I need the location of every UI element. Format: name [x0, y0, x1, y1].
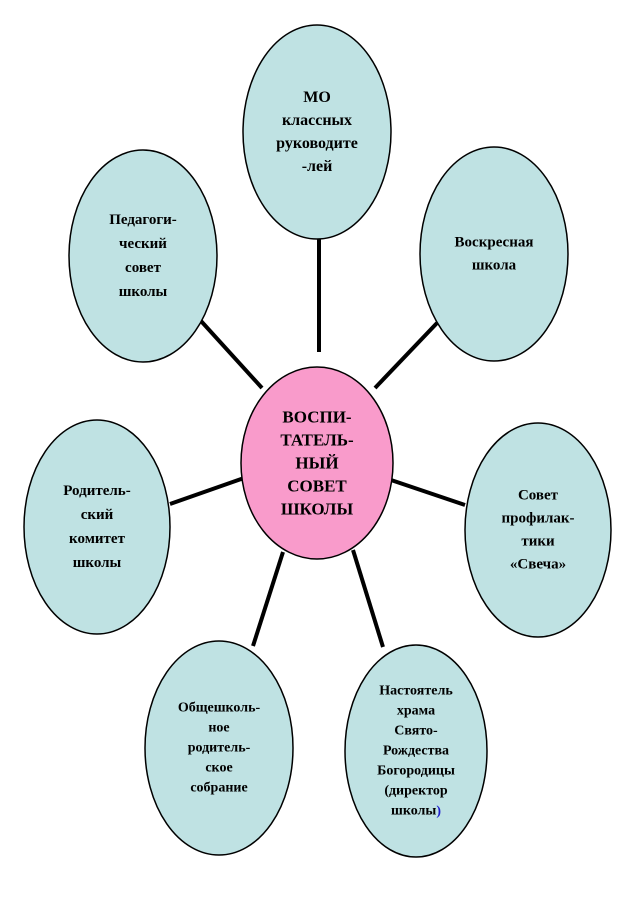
node-rector-line: школы): [391, 804, 441, 819]
node-rector-ellipse: [344, 644, 488, 858]
connector-general-meeting: [251, 551, 285, 647]
node-prevention-line: тики: [521, 534, 555, 550]
node-parent-committee-line: школы: [73, 555, 122, 571]
node-general-meeting-line: ное: [208, 721, 229, 736]
node-general-meeting-line: ское: [205, 761, 232, 776]
node-prevention-line: профилак-: [501, 511, 574, 527]
center-node-line: ТАТЕЛЬ-: [280, 431, 354, 450]
node-parent-committee-line: ский: [81, 507, 114, 523]
node-prevention-line: Совет: [518, 488, 559, 504]
node-general-meeting-line: родитель-: [188, 741, 251, 756]
connector-prevention: [390, 478, 466, 507]
node-rector-line: Настоятель: [379, 684, 453, 699]
node-mo-ellipse: [242, 24, 392, 240]
node-sunday-school-line: школа: [472, 258, 517, 274]
node-mo-line: МО: [303, 89, 331, 106]
connector-rector: [351, 549, 385, 648]
connector-parent-committee: [169, 476, 245, 506]
connector-ped-council: [199, 319, 264, 390]
center-node-ellipse: [240, 366, 394, 560]
node-parent-committee-line: комитет: [69, 531, 126, 547]
node-mo: МО классных руководите -лей: [242, 24, 392, 240]
node-rector-line: Свято-: [394, 724, 438, 739]
node-sunday-school-line: Воскресная: [455, 235, 534, 251]
node-prevention-ellipse: [464, 422, 612, 638]
node-rector-paren: ): [436, 804, 441, 819]
node-rector-line: храма: [397, 704, 435, 719]
node-mo-line: классных: [282, 112, 352, 129]
center-node-line: НЫЙ: [295, 454, 338, 473]
node-ped-council-line: Педагоги-: [109, 212, 177, 228]
node-rector-line: (директор: [384, 784, 448, 799]
node-rector-line: Богородицы: [377, 764, 455, 779]
node-parent-committee-ellipse: [23, 419, 171, 635]
node-ped-council: Педагоги-ческий совет школы: [68, 149, 218, 363]
node-mo-line: руководите: [276, 135, 358, 152]
node-rector-line: Рождества: [383, 744, 449, 759]
node-general-meeting: Общешколь-ное родитель-ское собрание: [144, 640, 294, 856]
node-sunday-school-ellipse: [419, 146, 569, 362]
node-parent-committee-line: Родитель-: [63, 483, 130, 499]
node-general-meeting-line: собрание: [190, 781, 247, 796]
center-node-line: ШКОЛЫ: [281, 500, 354, 519]
node-sunday-school: Воскресная школа: [419, 146, 569, 362]
center-node-line: ВОСПИ-: [282, 408, 351, 427]
node-ped-council-line: ческий: [119, 236, 167, 252]
node-ped-council-line: совет: [125, 260, 162, 276]
node-parent-committee: Родитель-ский комитет школы: [23, 419, 171, 635]
node-general-meeting-line: Общешколь-: [178, 701, 261, 716]
center-node: ВОСПИ- ТАТЕЛЬ- НЫЙ СОВЕТ ШКОЛЫ: [240, 366, 394, 560]
node-mo-line: -лей: [302, 158, 333, 175]
connector-sunday-school: [373, 321, 439, 390]
connectors: [169, 239, 466, 648]
node-ped-council-line: школы: [119, 284, 168, 300]
node-prevention: Совет профилак-тики «Свеча»: [464, 422, 612, 638]
node-general-meeting-ellipse: [144, 640, 294, 856]
node-prevention-line: «Свеча»: [510, 557, 566, 573]
center-node-line: СОВЕТ: [287, 477, 347, 496]
node-ped-council-ellipse: [68, 149, 218, 363]
